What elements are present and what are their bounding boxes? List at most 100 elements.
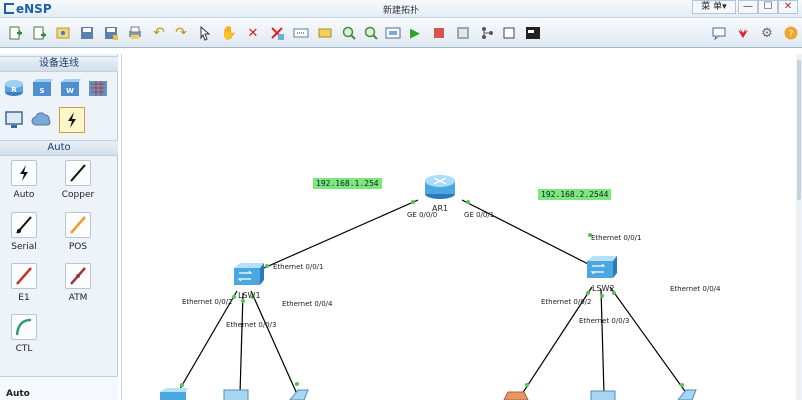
redo-icon[interactable]: ↷ bbox=[175, 25, 187, 41]
window-title: 新建拓扑 bbox=[382, 6, 419, 16]
print-icon[interactable] bbox=[126, 24, 144, 42]
ip-label-left[interactable]: 192.168.1.254 bbox=[313, 178, 382, 189]
cable-pos-label: POS bbox=[68, 242, 88, 252]
zoom-out-icon[interactable] bbox=[362, 24, 380, 42]
port-dot bbox=[180, 383, 184, 387]
cable-copper[interactable]: Copper bbox=[54, 160, 102, 200]
huawei-icon[interactable] bbox=[734, 24, 752, 42]
port-label: Ethernet 0/0/2 bbox=[541, 298, 592, 306]
scrollbar-thumb[interactable] bbox=[797, 60, 801, 200]
wlan-category-icon[interactable]: W bbox=[59, 78, 81, 98]
open-icon[interactable] bbox=[54, 24, 72, 42]
new-from-template-icon[interactable] bbox=[30, 24, 48, 42]
port-dot bbox=[586, 291, 590, 295]
link-lsw2-p2[interactable] bbox=[521, 286, 593, 395]
pc-category-icon[interactable] bbox=[3, 110, 25, 130]
help-icon[interactable]: ? bbox=[782, 24, 800, 42]
pc-device-icon[interactable] bbox=[289, 389, 309, 400]
text-icon[interactable] bbox=[292, 24, 310, 42]
port-dot bbox=[251, 295, 255, 299]
port-dot bbox=[295, 382, 299, 386]
menu-button[interactable]: 菜 单▾ bbox=[692, 0, 736, 14]
rectangle-icon[interactable] bbox=[316, 24, 334, 42]
minimize-button[interactable]: — bbox=[738, 0, 758, 14]
router-category-icon[interactable]: R bbox=[3, 78, 25, 98]
switch-category-icon[interactable]: S bbox=[31, 78, 53, 98]
link-ar1-lsw2[interactable] bbox=[461, 199, 599, 270]
pc-device-icon[interactable] bbox=[223, 389, 249, 400]
port-dot bbox=[525, 383, 529, 387]
cloud-category-icon[interactable] bbox=[31, 110, 53, 130]
cable-auto[interactable]: Auto bbox=[0, 160, 48, 200]
cable-pos[interactable]: POS bbox=[54, 212, 102, 252]
close-button[interactable]: ✕ bbox=[778, 0, 798, 14]
server-device-icon[interactable] bbox=[503, 391, 529, 400]
cable-atm-label: ATM bbox=[68, 293, 88, 303]
port-label: Ethernet 0/0/1 bbox=[591, 234, 642, 242]
pc-device-icon[interactable] bbox=[160, 388, 188, 400]
delete-connection-icon[interactable] bbox=[268, 24, 286, 42]
link-lsw1-p2[interactable] bbox=[176, 290, 238, 395]
cable-copper-label: Copper bbox=[61, 190, 95, 200]
auto-section-header: Auto bbox=[0, 140, 118, 156]
router-ar1-icon[interactable] bbox=[425, 175, 455, 199]
svg-text:R: R bbox=[11, 86, 17, 94]
fit-icon[interactable] bbox=[384, 24, 402, 42]
port-dot bbox=[588, 233, 592, 237]
square-icon[interactable] bbox=[500, 24, 518, 42]
app-logo: eNSP bbox=[4, 2, 52, 16]
zoom-in-icon[interactable] bbox=[340, 24, 358, 42]
svg-text:W: W bbox=[66, 87, 74, 95]
topology-canvas[interactable]: 192.168.1.254 192.168.2.2544 AR1 LSW1 LS… bbox=[121, 54, 802, 400]
device-panel: 设备连线 R S W Auto Auto Copper Serial POS E… bbox=[0, 54, 118, 400]
hand-icon[interactable]: ✋ bbox=[220, 25, 238, 41]
cable-ctl[interactable]: CTL bbox=[0, 314, 48, 354]
app-logo-text: eNSP bbox=[16, 2, 52, 16]
cable-serial[interactable]: Serial bbox=[0, 212, 48, 252]
link-lsw1-p3[interactable] bbox=[239, 292, 244, 395]
port-label: Ethernet 0/0/2 bbox=[182, 298, 233, 306]
link-lsw1-p4[interactable] bbox=[250, 290, 298, 395]
settings-icon[interactable]: ⚙ bbox=[761, 25, 773, 41]
chat-icon[interactable] bbox=[710, 24, 728, 42]
port-label: Ethernet 0/0/3 bbox=[226, 321, 277, 329]
delete-icon[interactable]: ✕ bbox=[247, 25, 259, 41]
cable-atm[interactable]: ATM bbox=[54, 263, 102, 303]
pc-device-icon[interactable] bbox=[590, 390, 616, 400]
cable-serial-label: Serial bbox=[11, 242, 37, 252]
device-section-header: 设备连线 bbox=[0, 56, 118, 72]
link-lsw2-p4[interactable] bbox=[609, 286, 688, 395]
canvas-scrollbar[interactable] bbox=[796, 54, 802, 400]
link-ar1-lsw1[interactable] bbox=[247, 199, 419, 276]
capture-icon[interactable] bbox=[454, 24, 472, 42]
maximize-button[interactable]: ☐ bbox=[758, 0, 778, 14]
undo-icon[interactable]: ↶ bbox=[153, 25, 165, 41]
port-label: Ethernet 0/0/4 bbox=[670, 285, 721, 293]
svg-text:?: ? bbox=[789, 30, 794, 40]
select-icon[interactable] bbox=[196, 24, 214, 42]
save-icon[interactable] bbox=[78, 24, 96, 42]
port-dot bbox=[612, 291, 616, 295]
switch-lsw1-icon[interactable] bbox=[234, 263, 264, 285]
port-label: Ethernet 0/0/1 bbox=[273, 263, 324, 271]
switch-lsw2-icon[interactable] bbox=[587, 256, 617, 278]
stop-icon[interactable] bbox=[430, 24, 448, 42]
start-icon[interactable]: ▶ bbox=[410, 25, 420, 41]
topology-icon[interactable] bbox=[478, 24, 496, 42]
new-topology-icon[interactable] bbox=[6, 24, 24, 42]
port-dot bbox=[411, 200, 415, 204]
connection-category-icon[interactable] bbox=[59, 107, 85, 133]
console-icon[interactable] bbox=[524, 24, 542, 42]
link-lsw2-p3[interactable] bbox=[600, 288, 605, 395]
ip-label-right[interactable]: 192.168.2.2544 bbox=[538, 189, 612, 200]
node-label-lsw1: LSW1 bbox=[238, 291, 261, 300]
save-as-icon[interactable] bbox=[102, 24, 120, 42]
cable-e1[interactable]: E1 bbox=[0, 263, 48, 303]
pc-device-icon[interactable] bbox=[677, 389, 697, 400]
port-dot bbox=[680, 383, 684, 387]
cable-auto-label: Auto bbox=[13, 190, 35, 200]
port-dot bbox=[600, 294, 604, 298]
port-label: Ethernet 0/0/3 bbox=[579, 317, 630, 325]
firewall-category-icon[interactable] bbox=[87, 78, 109, 98]
topology-links bbox=[160, 175, 697, 400]
